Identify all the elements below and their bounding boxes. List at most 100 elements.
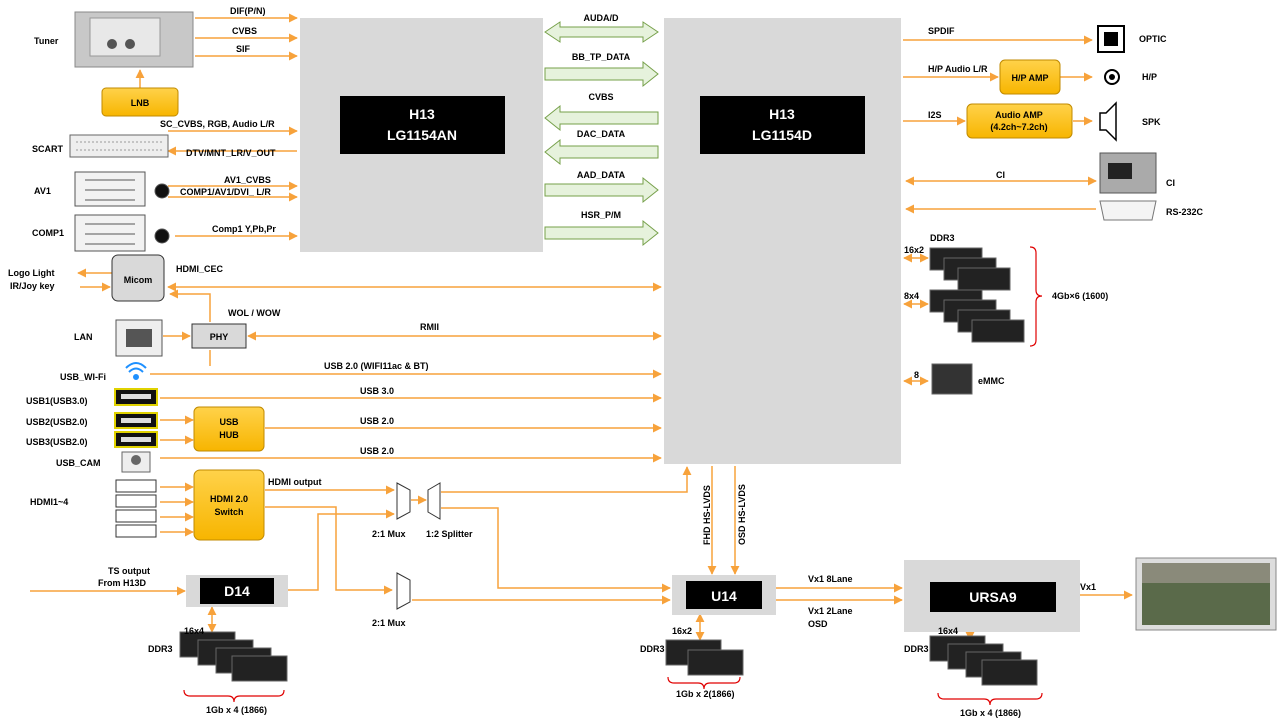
tuner-image [75, 12, 193, 67]
r-i2s: I2S [928, 110, 942, 120]
bus-label-0: AUDA/D [584, 13, 619, 23]
splitter-shape [428, 483, 440, 519]
bus-cvbs [545, 106, 658, 130]
bus-label-2: CVBS [588, 92, 613, 102]
sig-comp1: Comp1 Y,Pb,Pr [212, 224, 276, 234]
scart-connector [70, 135, 168, 157]
r-emmc: eMMC [978, 376, 1005, 386]
mem-ursa-size: 1Gb x 4 (1866) [960, 708, 1021, 718]
h13d-line1: H13 [769, 106, 795, 122]
sig-mux1: 2:1 Mux [372, 529, 406, 539]
sig-vx1-osd: OSD [808, 619, 828, 629]
sig-vx1: Vx1 [1080, 582, 1096, 592]
ddr-stack-ursa9 [930, 636, 1037, 685]
sig-av1-cvbs: AV1_CVBS [224, 175, 271, 185]
usb-ports [115, 389, 157, 447]
ddr-stack-h13-8 [930, 290, 1024, 342]
sig-vx1-8lane: Vx1 8Lane [808, 574, 853, 584]
u14-label: U14 [711, 588, 737, 604]
emmc-chip [932, 364, 972, 394]
sig-comp-av: COMP1/AV1/DVI_ L/R [180, 187, 271, 197]
usb-hub-line1: USB [219, 417, 239, 427]
audio-amp-line1: Audio AMP [995, 110, 1043, 120]
ursa9-label: URSA9 [969, 589, 1017, 605]
d14-label: D14 [224, 583, 250, 599]
bus-auda-d [545, 22, 658, 42]
tv-screen-image [1136, 558, 1276, 630]
optic-icon [1098, 26, 1124, 52]
r-ddr3: DDR3 [930, 233, 955, 243]
label-usb2: USB2(USB2.0) [26, 417, 88, 427]
sig-usb20-wifi: USB 2.0 (WIFI11ac & BT) [324, 361, 429, 371]
bus-bb-tp [545, 62, 658, 86]
hp-amp-label: H/P AMP [1011, 73, 1048, 83]
label-tuner: Tuner [34, 36, 59, 46]
comp1-connector [75, 215, 169, 251]
bus-label-3: DAC_DATA [577, 129, 626, 139]
wifi-icon [126, 363, 146, 379]
mem-u14-type: DDR3 [640, 644, 665, 654]
h13d-chip [700, 96, 865, 154]
h13d-area [664, 18, 901, 464]
sig-sif: SIF [236, 44, 251, 54]
sig-usb30: USB 3.0 [360, 386, 394, 396]
sig-hdmi-output: HDMI output [268, 477, 321, 487]
bus-dac [545, 140, 658, 164]
r-16x2: 16x2 [904, 245, 924, 255]
label-logo-light: Logo Light [8, 268, 54, 278]
bus-label-4: AAD_DATA [577, 170, 626, 180]
rs232-icon [1100, 201, 1156, 220]
ddr-stack-d14 [180, 632, 287, 681]
label-ir-joy: IR/Joy key [10, 281, 55, 291]
label-usb1: USB1(USB3.0) [26, 396, 88, 406]
mem-ursa-type: DDR3 [904, 644, 929, 654]
r-spk: SPK [1142, 117, 1161, 127]
usb-hub-line2: HUB [219, 430, 239, 440]
mux1-shape [397, 483, 410, 519]
r-emmc-bits: 8 [914, 370, 919, 380]
h13d-line2: LG1154D [752, 127, 812, 143]
mem-u14-size: 1Gb x 2(1866) [676, 689, 735, 699]
audio-amp-line2: (4.2ch~7.2ch) [990, 122, 1047, 132]
mem-d14-type: DDR3 [148, 644, 173, 654]
sig-mux2: 2:1 Mux [372, 618, 406, 628]
usb-cam-icon [122, 452, 150, 472]
arrow-split-h13d [441, 467, 687, 492]
ddr-stack-h13-16 [930, 248, 1010, 290]
bus-aad [545, 178, 658, 202]
r-rs232: RS-232C [1166, 207, 1204, 217]
lnb-label: LNB [131, 98, 150, 108]
sig-splitter: 1:2 Splitter [426, 529, 473, 539]
r-ci-sig: CI [996, 170, 1005, 180]
brackets [184, 247, 1042, 705]
mem-d14-size: 1Gb x 4 (1866) [206, 705, 267, 715]
sig-cvbs: CVBS [232, 26, 257, 36]
arrow-split-u14 [441, 508, 670, 588]
bus-label-5: HSR_P/M [581, 210, 621, 220]
r-ddr-size: 4Gb×6 (1600) [1052, 291, 1108, 301]
label-comp1: COMP1 [32, 228, 64, 238]
h13an-chip [340, 96, 505, 154]
label-scart: SCART [32, 144, 64, 154]
hdmi-switch-line1: HDMI 2.0 [210, 494, 248, 504]
mem-d14-bus: 16x4 [184, 626, 204, 636]
label-usb-wifi: USB_WI-Fi [60, 372, 106, 382]
sig-fhd-lvds: FHD HS-LVDS [702, 485, 712, 545]
sig-dtv-out: DTV/MNT_LR/V_OUT [186, 148, 276, 158]
label-usb-cam: USB_CAM [56, 458, 101, 468]
arrow-d14-mux1 [288, 514, 394, 590]
bus-hsr [545, 221, 658, 245]
r-hp-audio: H/P Audio L/R [928, 64, 988, 74]
sig-sc-cvbs: SC_CVBS, RGB, Audio L/R [160, 119, 275, 129]
av1-connector [75, 172, 169, 206]
ddr-stack-u14 [666, 640, 743, 675]
hdmi-ports [116, 480, 156, 537]
mem-ursa-bus: 16x4 [938, 626, 958, 636]
speaker-icon [1100, 103, 1116, 140]
lan-icon [116, 320, 162, 356]
sig-vx1-2lane: Vx1 2Lane [808, 606, 853, 616]
sig-rmii: RMII [420, 322, 439, 332]
h13an-line2: LG1154AN [387, 127, 457, 143]
